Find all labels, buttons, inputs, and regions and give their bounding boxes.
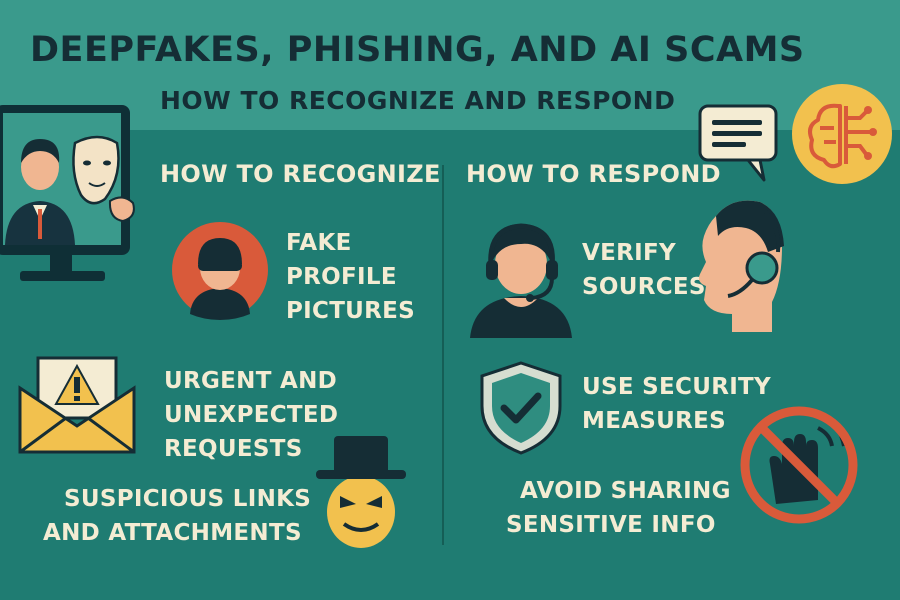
no-touch-icon [740,406,858,524]
support-agent-icon [470,223,572,338]
masked-villain-icon [316,436,406,548]
respond-item-1-line2: SOURCES [582,274,706,300]
recognize-item-1: FAKE PROFILE PICTURES [286,226,415,328]
page-subtitle: HOW TO RECOGNIZE AND RESPOND [160,86,676,115]
hacker-avatar-icon [172,222,268,320]
respond-heading: HOW TO RESPOND [466,160,721,188]
monitor-deepfake-icon [0,105,135,281]
recognize-item-3-line1: SUSPICIOUS LINKS [64,486,312,512]
shield-check-icon [480,361,562,455]
recognize-heading: HOW TO RECOGNIZE [160,160,441,188]
recognize-item-2: URGENT AND UNEXPECTED REQUESTS [164,364,338,466]
chat-bubble-icon [698,104,778,182]
page-title: DEEPFAKES, PHISHING, AND AI SCAMS [30,30,805,70]
recognize-item-2-line2: UNEXPECTED [164,402,339,428]
respond-item-2: USE SECURITY MEASURES [582,370,771,438]
envelope-warning-icon [18,356,136,454]
respond-item-1: VERIFY SOURCES [582,236,706,304]
respond-item-3-line1: AVOID SHARING [520,478,731,504]
recognize-item-3-line2: AND ATTACHMENTS [43,520,302,546]
respond-item-3: AVOID SHARING SENSITIVE INFO [506,474,731,542]
recognize-item-1-line2: PROFILE [286,264,397,290]
recognize-item-2-line3: REQUESTS [164,436,303,462]
respond-item-2-line1: USE SECURITY [582,374,772,400]
column-divider [442,165,444,545]
respond-item-3-line2: SENSITIVE INFO [506,512,716,538]
recognize-item-1-line1: FAKE [286,230,352,256]
recognize-item-2-line1: URGENT AND [164,368,338,394]
headset-person-icon [698,200,784,332]
respond-item-2-line2: MEASURES [582,408,727,434]
respond-item-1-line1: VERIFY [582,240,676,266]
ai-brain-icon [792,84,892,184]
recognize-item-1-line3: PICTURES [286,298,416,324]
recognize-item-3: SUSPICIOUS LINKS AND ATTACHMENTS [43,482,312,550]
